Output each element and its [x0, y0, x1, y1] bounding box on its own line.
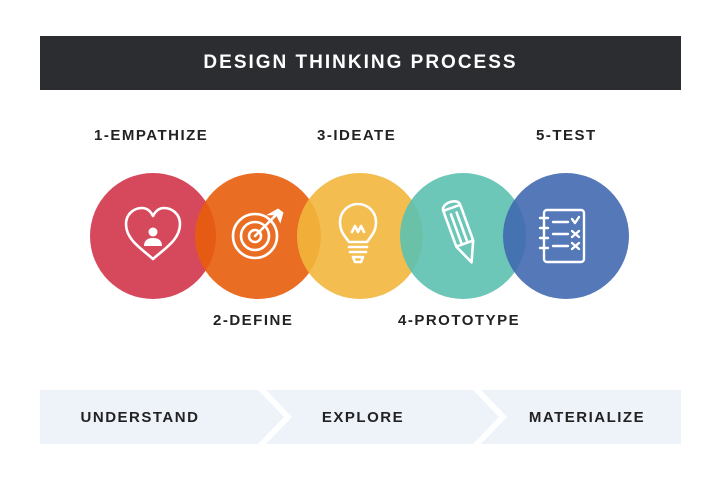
step-label-empathize: 1-EMPATHIZE [94, 127, 209, 144]
pencil-icon [441, 200, 475, 264]
circle-ideate [297, 173, 423, 299]
heart-person-icon [124, 206, 182, 261]
phase-band: UNDERSTAND EXPLORE MATERIALIZE [40, 390, 681, 444]
phase-arrow-explore [266, 390, 499, 444]
page-title: DESIGN THINKING PROCESS [203, 52, 518, 73]
phase-arrow-materialize [481, 390, 681, 444]
phase-materialize: MATERIALIZE [528, 408, 646, 426]
checklist-icon [538, 208, 586, 264]
step-label-prototype: 4-PROTOTYPE [398, 312, 521, 329]
phase-arrows [40, 390, 681, 444]
phase-understand: UNDERSTAND [80, 408, 200, 426]
circles-group [90, 173, 629, 299]
target-icon [231, 208, 284, 260]
step-label-test: 5-TEST [536, 127, 597, 144]
title-bar: DESIGN THINKING PROCESS [40, 36, 681, 90]
circle-prototype [400, 173, 526, 299]
lightbulb-icon [338, 202, 378, 264]
phase-explore: EXPLORE [321, 408, 405, 426]
circle-test [503, 173, 629, 299]
circle-define [195, 173, 321, 299]
step-label-define: 2-DEFINE [213, 312, 294, 329]
step-label-ideate: 3-IDEATE [317, 127, 397, 144]
phase-arrow-understand [40, 390, 284, 444]
